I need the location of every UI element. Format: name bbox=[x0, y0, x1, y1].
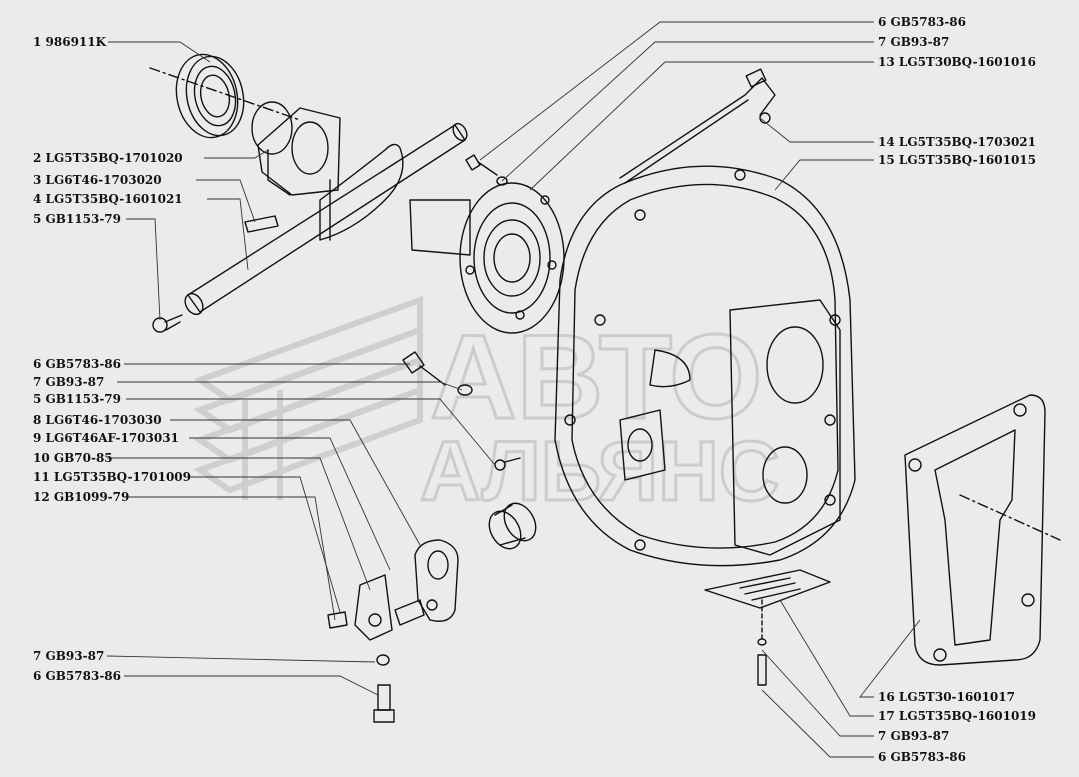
part-label-12: 12 GB1099-79 bbox=[33, 490, 130, 504]
part-label-16: 16 LG5T30-1601017 bbox=[878, 690, 1015, 704]
grease-fitting-part bbox=[152, 314, 183, 333]
bolt-part-lower-left bbox=[373, 654, 395, 723]
part-label-7c: 7 GB93-87 bbox=[878, 35, 950, 49]
bearing-part bbox=[149, 53, 301, 139]
part-label-4: 4 LG5T35BQ-1601021 bbox=[33, 192, 183, 206]
part-label-17: 17 LG5T35BQ-1601019 bbox=[878, 709, 1037, 723]
part-label-10: 10 GB70-85 bbox=[33, 451, 113, 465]
part-label-5: 5 GB1153-79 bbox=[33, 212, 121, 226]
part-label-6c: 6 GB5783-86 bbox=[878, 15, 966, 29]
watermark-line1: АВТО bbox=[430, 310, 762, 444]
pivot-bracket-part bbox=[414, 539, 459, 622]
part-label-15: 15 LG5T35BQ-1601015 bbox=[878, 153, 1037, 167]
bolt-part-upper bbox=[465, 154, 508, 186]
part-label-7d: 7 GB93-87 bbox=[878, 729, 950, 743]
part-label-13: 13 LG5T30BQ-1601016 bbox=[878, 55, 1037, 69]
watermark-text: АВТО АЛЬЯНС bbox=[419, 309, 782, 520]
part-label-1: 1 986911K bbox=[33, 35, 107, 49]
part-label-7: 7 GB93-87 bbox=[33, 375, 105, 389]
leader-lines bbox=[106, 21, 921, 758]
part-label-7b: 7 GB93-87 bbox=[33, 649, 105, 663]
part-label-5b: 5 GB1153-79 bbox=[33, 392, 121, 406]
part-label-2: 2 LG5T35BQ-1701020 bbox=[33, 151, 183, 165]
key-part bbox=[244, 215, 279, 233]
part-label-14: 14 LG5T35BQ-1703021 bbox=[878, 135, 1037, 149]
gasket-part bbox=[904, 394, 1061, 666]
watermark-line2: АЛЬЯНС bbox=[420, 424, 780, 518]
needle-bearing-part bbox=[488, 502, 537, 550]
lever-part bbox=[354, 574, 425, 641]
fork-shaft-part bbox=[184, 122, 468, 316]
part-label-6b: 6 GB5783-86 bbox=[33, 669, 121, 683]
part-label-3: 3 LG6T46-1703020 bbox=[33, 173, 162, 187]
part-label-8: 8 LG6T46-1703030 bbox=[33, 413, 162, 427]
inspection-cover-part bbox=[704, 569, 831, 609]
part-label-11: 11 LG5T35BQ-1701009 bbox=[33, 470, 192, 484]
woodruff-key-part bbox=[327, 611, 348, 629]
watermark-logo bbox=[193, 295, 423, 500]
part-label-6: 6 GB5783-86 bbox=[33, 357, 121, 371]
part-label-6d: 6 GB5783-86 bbox=[878, 750, 966, 764]
part-label-9: 9 LG6T46AF-1703031 bbox=[33, 431, 179, 445]
bolt-part-lower-right bbox=[757, 599, 767, 686]
release-sleeve-part bbox=[251, 101, 341, 196]
clutch-housing-part bbox=[554, 165, 856, 567]
